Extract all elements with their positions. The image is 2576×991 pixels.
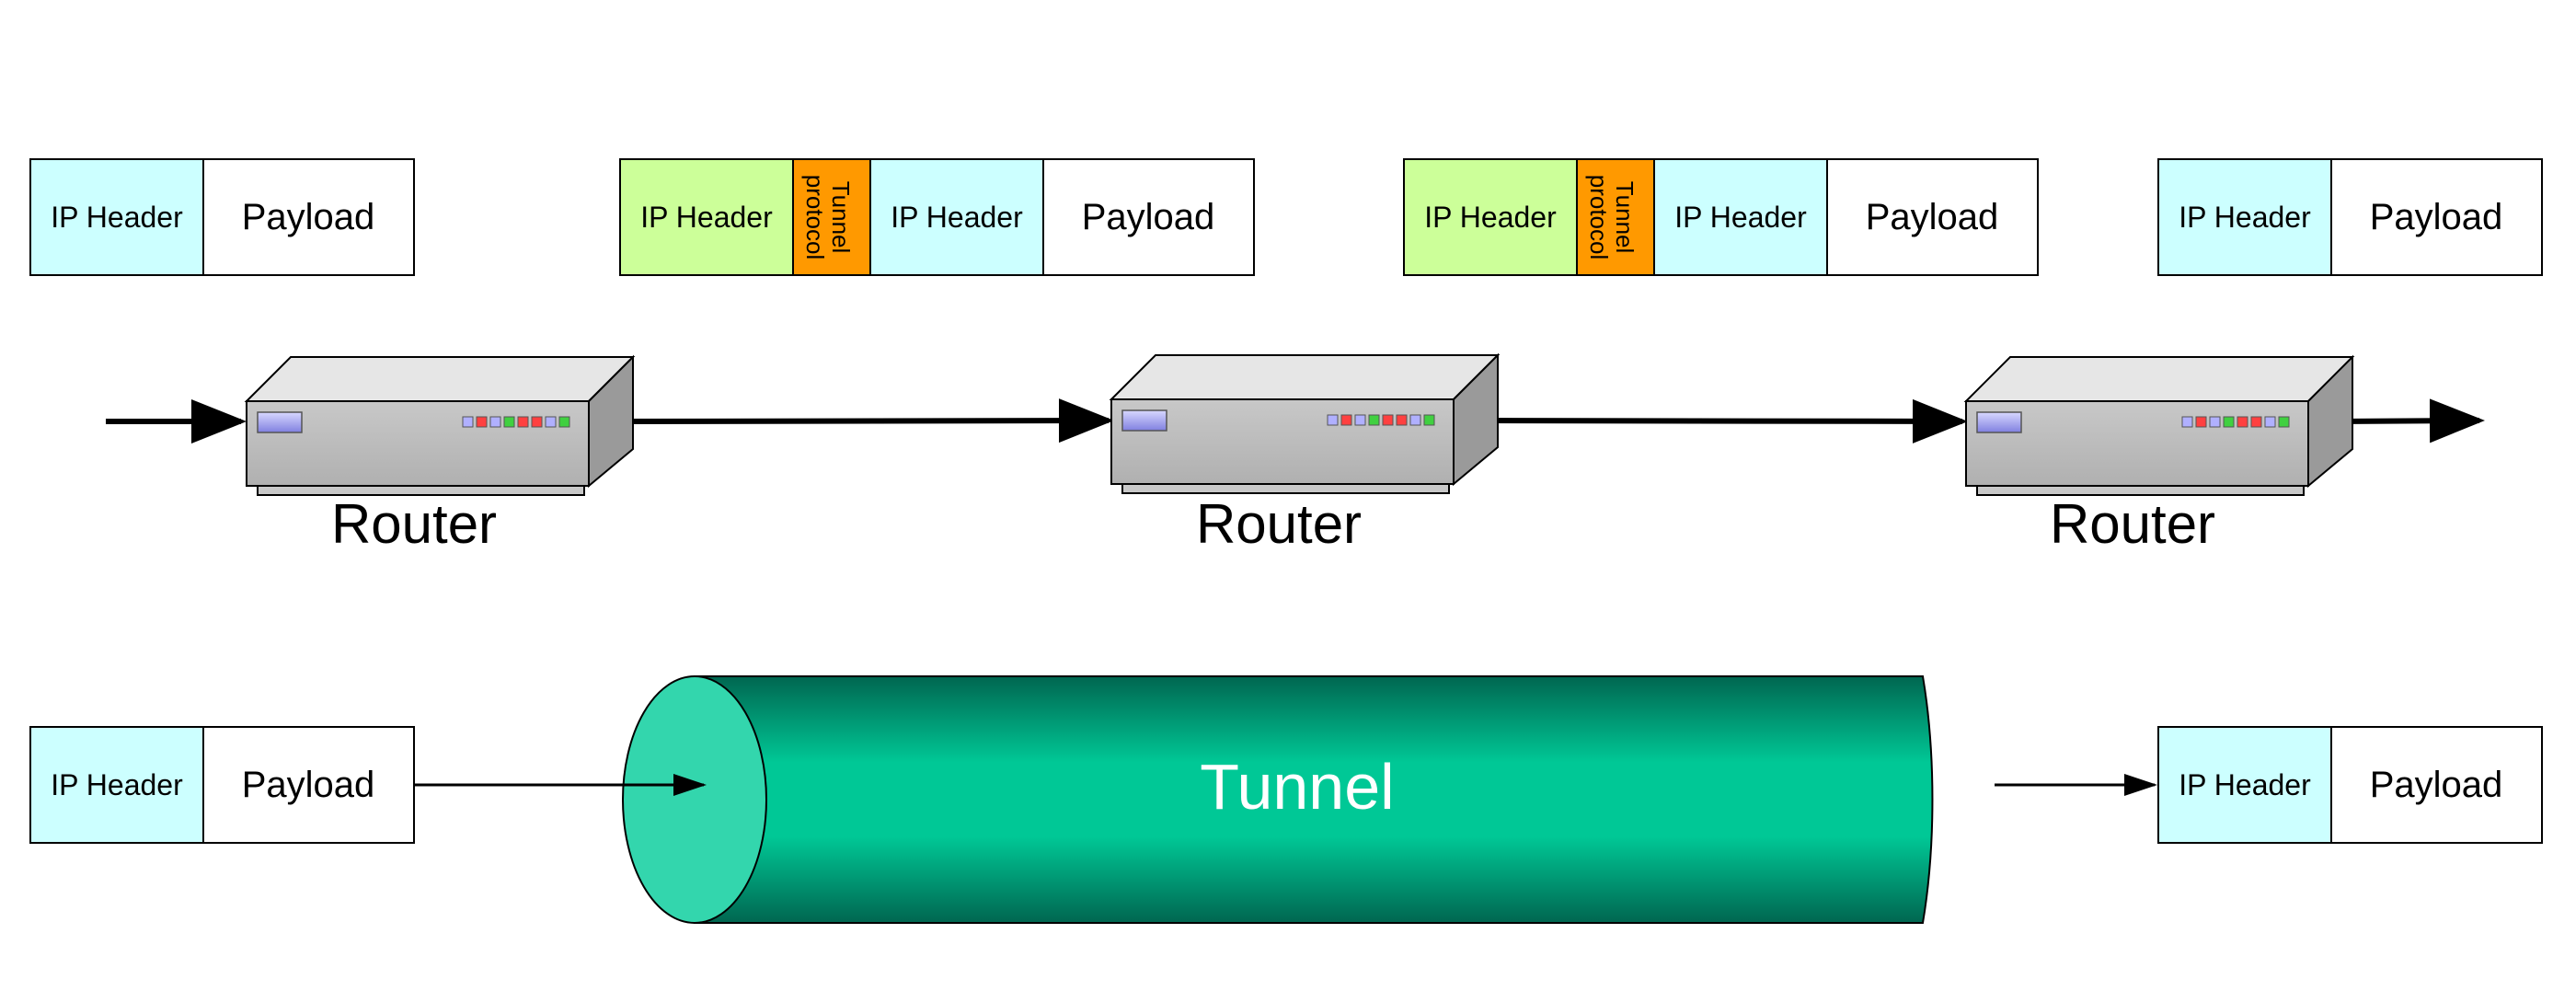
tunnel-protocol-label-line2: protocol [801, 175, 829, 260]
router-display-icon [1976, 411, 2022, 433]
payload-label: Payload [242, 765, 375, 805]
router-3 [1963, 354, 2355, 496]
ip-header-label: IP Header [2179, 201, 2311, 234]
tunnel-label: Tunnel [1200, 751, 1394, 823]
outer-ip-header-label: IP Header [1424, 201, 1557, 234]
payload-label: Payload [1082, 197, 1215, 237]
router-display-icon [1121, 409, 1167, 432]
payload-label: Payload [1866, 197, 1999, 237]
packet-original-bottom: IP Header Payload [29, 726, 415, 844]
router-label: Router [331, 493, 497, 555]
payload-label: Payload [242, 197, 375, 237]
tunnel-protocol-label-line1: Tunnel [1611, 181, 1639, 254]
packet-decapsulated-top: IP Header Payload [2157, 158, 2543, 276]
packet-encapsulated-2: IP Header Tunnel protocol IP Header Payl… [1403, 158, 2039, 276]
packet-original-top: IP Header Payload [29, 158, 415, 276]
outer-ip-header-label: IP Header [640, 201, 773, 234]
tunnel-entrance [622, 675, 767, 924]
router-1 [244, 354, 636, 496]
router-label: Router [2050, 493, 2215, 555]
tunnel-cylinder: Tunnel [622, 675, 1934, 924]
ip-header-label: IP Header [2179, 768, 2311, 801]
router-2 [1109, 352, 1501, 494]
payload-label: Payload [2370, 765, 2503, 805]
payload-label: Payload [2370, 197, 2503, 237]
ip-header-label: IP Header [51, 768, 183, 801]
tunnel-protocol-label-line1: Tunnel [827, 181, 855, 254]
router-display-icon [257, 411, 303, 433]
tunnel-protocol-label-line2: protocol [1585, 175, 1613, 260]
packet-encapsulated-1: IP Header Tunnel protocol IP Header Payl… [619, 158, 1255, 276]
ip-header-label: IP Header [51, 201, 183, 234]
router-label: Router [1196, 493, 1362, 555]
inner-ip-header-label: IP Header [1674, 201, 1807, 234]
inner-ip-header-label: IP Header [891, 201, 1023, 234]
packet-decapsulated-bottom: IP Header Payload [2157, 726, 2543, 844]
